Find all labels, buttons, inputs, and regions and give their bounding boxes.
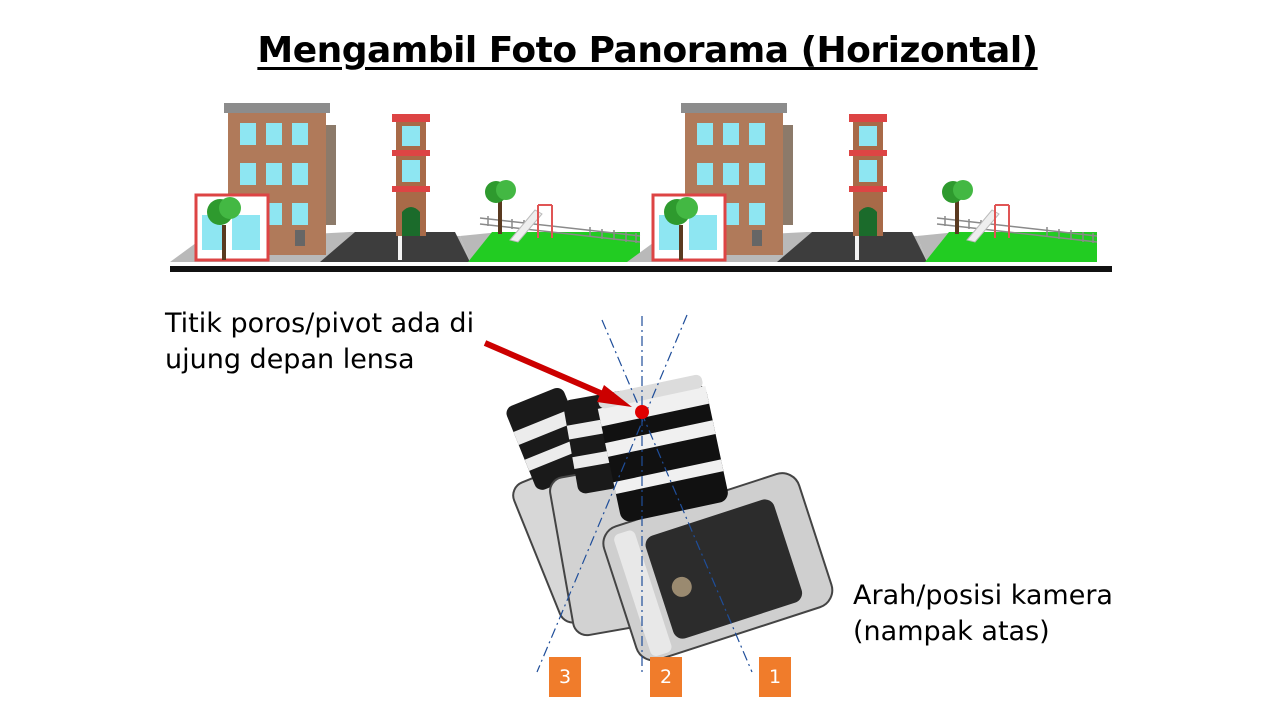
ground-line <box>170 266 1112 272</box>
pivot-caption-line1: Titik poros/pivot ada di <box>165 306 474 342</box>
camera-top-view-icon <box>481 373 837 665</box>
direction-caption: Arah/posisi kamera (nampak atas) <box>853 578 1113 650</box>
direction-caption-line2: (nampak atas) <box>853 614 1113 650</box>
pivot-caption-line2: ujung depan lensa <box>165 342 474 378</box>
position-number-2: 2 <box>650 657 682 697</box>
direction-caption-line1: Arah/posisi kamera <box>853 578 1113 614</box>
position-number-1: 1 <box>759 657 791 697</box>
pivot-caption: Titik poros/pivot ada di ujung depan len… <box>165 306 474 378</box>
pivot-point <box>635 405 649 419</box>
city-street-illustration <box>170 103 1112 272</box>
position-number-3: 3 <box>549 657 581 697</box>
